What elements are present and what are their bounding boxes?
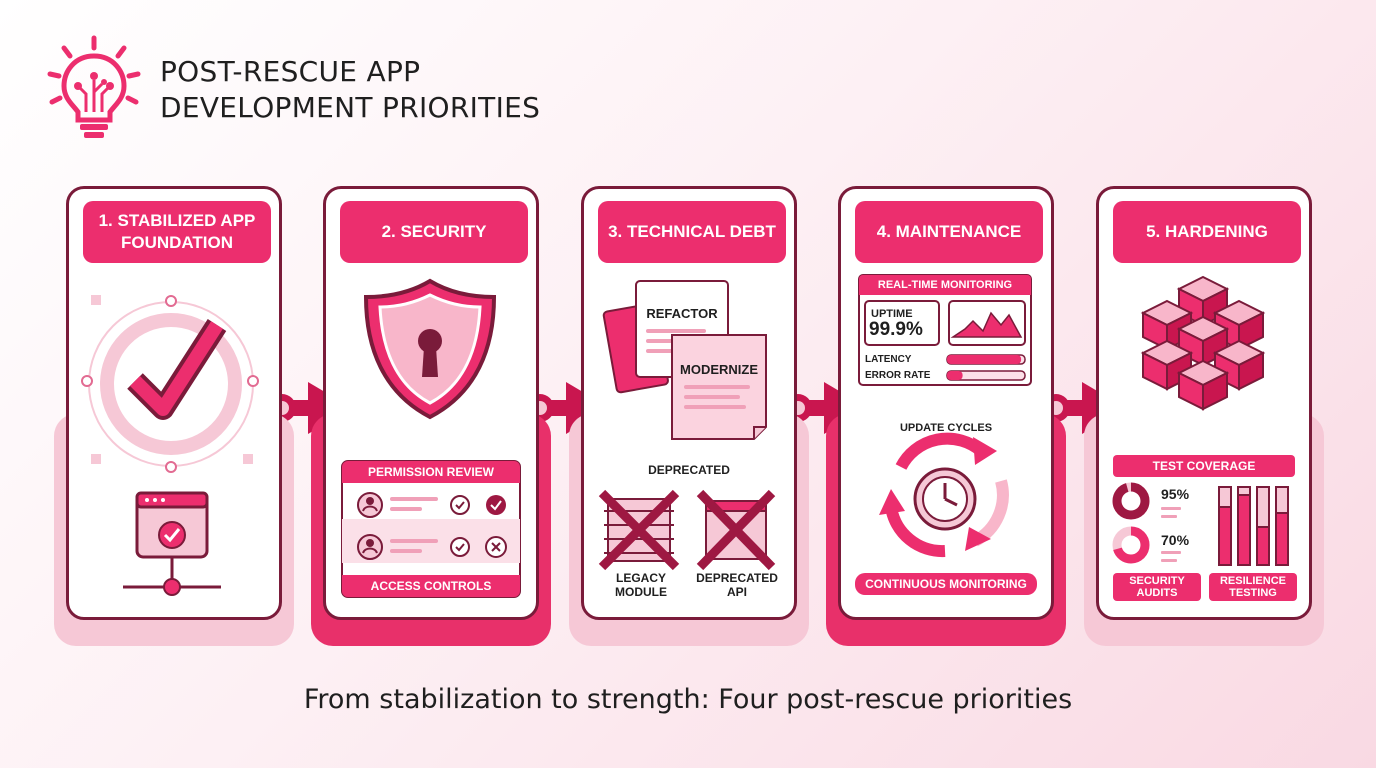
update-cycles-label: UPDATE CYCLES bbox=[899, 422, 993, 434]
deprecated-label: DEPRECATED bbox=[648, 463, 730, 477]
clock-cycle-icon bbox=[879, 432, 1009, 558]
card-title: 2. SECURITY bbox=[340, 201, 528, 263]
test-coverage-label: TEST COVERAGE bbox=[1113, 455, 1295, 477]
error-rate-label: ERROR RATE bbox=[865, 370, 931, 381]
page-title: POST-RESCUE APP DEVELOPMENT PRIORITIES bbox=[160, 54, 540, 126]
title-line-1: POST-RESCUE APP bbox=[160, 55, 421, 88]
card-title: 5. HARDENING bbox=[1113, 201, 1301, 263]
permission-review-panel bbox=[341, 460, 521, 598]
realtime-monitoring-label: REAL-TIME MONITORING bbox=[859, 275, 1031, 295]
lightbulb-circuit-icon bbox=[47, 35, 141, 138]
access-controls-label: ACCESS CONTROLS bbox=[342, 575, 520, 597]
security-audits-label: SECURITY AUDITS bbox=[1113, 573, 1201, 601]
coverage-70-label: 70% bbox=[1161, 532, 1190, 548]
card-title: 3. TECHNICAL DEBT bbox=[598, 201, 786, 263]
uptime-value: 99.9% bbox=[869, 319, 923, 340]
continuous-monitoring-label: CONTINUOUS MONITORING bbox=[855, 573, 1037, 595]
footer-subtitle: From stabilization to strength: Four pos… bbox=[303, 684, 1073, 715]
shield-keyhole-icon bbox=[363, 278, 497, 420]
refactor-label: REFACTOR bbox=[646, 306, 718, 321]
checkmark-target-icon bbox=[81, 295, 259, 473]
card-maintenance: 4. MAINTENANCE REAL-TIME MONITORING UPTI… bbox=[826, 186, 1066, 646]
title-line-2: DEVELOPMENT PRIORITIES bbox=[160, 91, 541, 124]
card-hardening: 5. HARDENING TEST COVERAGE bbox=[1084, 186, 1324, 646]
coverage-95-label: 95% bbox=[1161, 486, 1190, 502]
card-stabilized-foundation: 1. STABILIZED APP FOUNDATION bbox=[54, 186, 294, 646]
server-check-icon bbox=[123, 491, 221, 596]
legacy-module-label: LEGACY MODULE bbox=[615, 571, 667, 599]
latency-label: LATENCY bbox=[865, 354, 912, 365]
permission-review-label: PERMISSION REVIEW bbox=[342, 461, 520, 483]
modernize-label: MODERNIZE bbox=[680, 362, 758, 377]
documents-icon bbox=[602, 280, 767, 440]
card-technical-debt: 3. TECHNICAL DEBT REFACTOR MODERNIZE DEP… bbox=[569, 186, 809, 646]
card-title: 1. STABILIZED APP FOUNDATION bbox=[83, 201, 271, 263]
cubes-icon bbox=[1140, 275, 1266, 411]
deprecated-items-icons bbox=[598, 489, 776, 571]
deprecated-api-label: DEPRECATED API bbox=[696, 571, 778, 599]
coverage-charts bbox=[1112, 482, 1289, 566]
resilience-testing-label: RESILIENCE TESTING bbox=[1209, 573, 1297, 601]
uptime-label: UPTIME bbox=[871, 308, 913, 320]
card-title: 4. MAINTENANCE bbox=[855, 201, 1043, 263]
card-security: 2. SECURITY PERMISSION bbox=[311, 186, 551, 646]
